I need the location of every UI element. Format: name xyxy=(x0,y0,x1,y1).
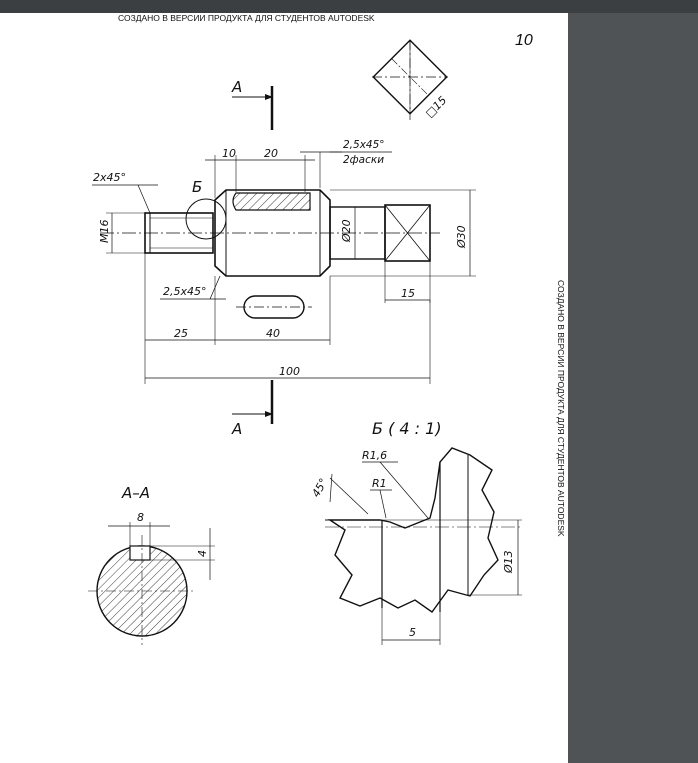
drawing-sheet xyxy=(0,13,568,763)
dim-4: 4 xyxy=(196,550,209,557)
page-number: 10 xyxy=(515,32,533,49)
dim-phi30: Ø30 xyxy=(455,225,468,249)
dim-15: 15 xyxy=(401,287,415,300)
dim-8: 8 xyxy=(137,511,144,524)
dim-phi13: Ø13 xyxy=(502,550,515,574)
dim-m16: M16 xyxy=(98,220,111,244)
dim-100: 100 xyxy=(279,365,300,378)
dim-chamfer-top: 2,5x45° xyxy=(343,139,385,151)
section-mark-top: А xyxy=(231,78,242,96)
dim-angle45: 45° xyxy=(309,476,330,499)
detail-mark: Б xyxy=(192,178,202,196)
dim-r1: R1 xyxy=(372,477,387,490)
dim-chamfer-note: 2фаски xyxy=(343,154,384,166)
dim-20: 20 xyxy=(264,147,278,160)
viewer-right-panel xyxy=(568,13,698,763)
dim-5: 5 xyxy=(409,626,416,639)
detail-title: Б ( 4 : 1) xyxy=(372,419,442,438)
window-top-bar xyxy=(0,0,698,13)
dim-r16: R1,6 xyxy=(362,449,387,462)
watermark-top: СОЗДАНО В ВЕРСИИ ПРОДУКТА ДЛЯ СТУДЕНТОВ … xyxy=(118,13,375,23)
dim-25: 25 xyxy=(174,327,188,340)
dim-chamfer-left: 2x45° xyxy=(93,171,126,184)
dim-10: 10 xyxy=(222,147,236,160)
dim-chamfer-mid: 2,5x45° xyxy=(163,285,207,298)
section-title: А–А xyxy=(121,484,150,502)
dim-40: 40 xyxy=(266,327,280,340)
dim-phi20: Ø20 xyxy=(340,219,353,243)
section-mark-bottom: А xyxy=(231,420,242,438)
